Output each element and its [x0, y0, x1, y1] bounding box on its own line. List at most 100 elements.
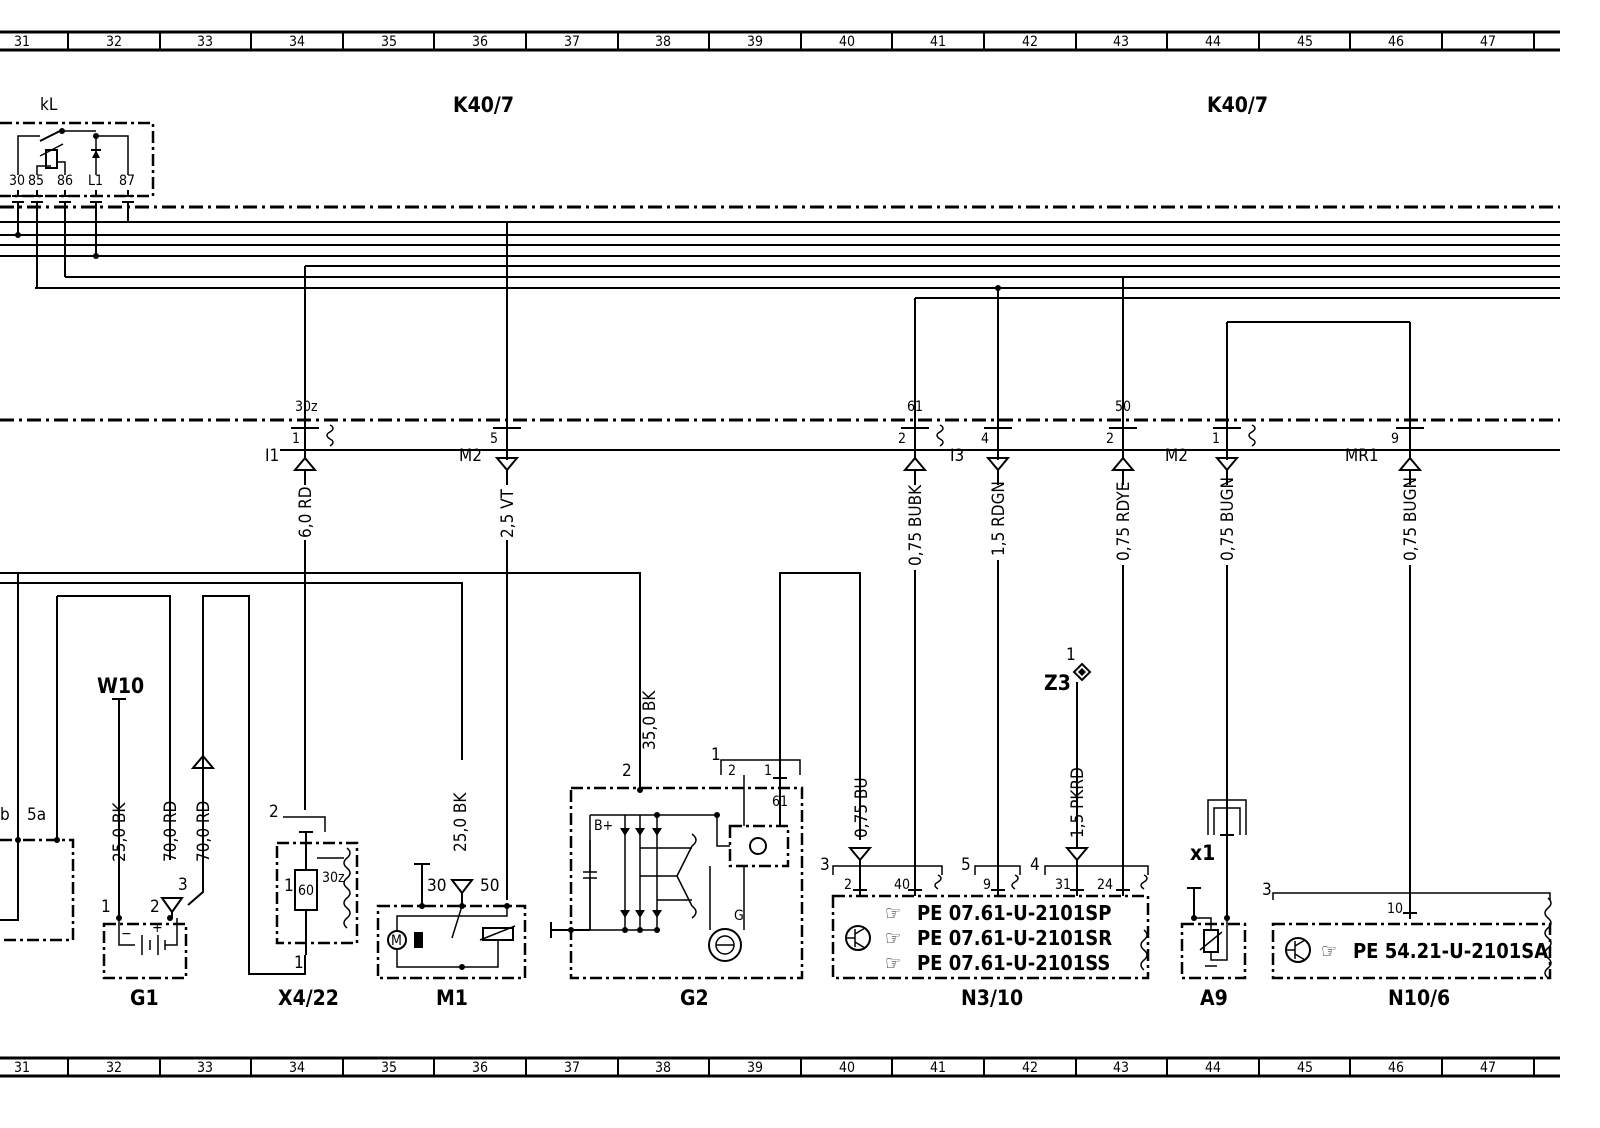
g2-pin-p2: 2: [728, 763, 736, 779]
upper-harness: [0, 202, 1560, 422]
g2-pin-g: G: [734, 908, 744, 924]
bottom-grid-number: 46: [1388, 1060, 1404, 1076]
bottom-grid-number: 42: [1022, 1060, 1038, 1076]
top-grid-number: 37: [564, 34, 580, 50]
top-grid-number: 42: [1022, 34, 1038, 50]
pe-ref-n3-a: PE 07.61-U-2101SP: [917, 901, 1111, 925]
n10-pin-3: 3: [1262, 880, 1272, 900]
svg-text:☞: ☞: [1321, 939, 1337, 963]
n3-pin-4: 4: [1030, 855, 1040, 875]
wire-label-0-75-bugn-a: 0,75 BUGN: [1218, 477, 1238, 561]
pin-5a: 5a: [27, 805, 46, 825]
bottom-grid-number: 31: [14, 1060, 30, 1076]
n3-pin-31: 31: [1055, 877, 1071, 893]
relay-pin-87: 87: [119, 173, 135, 189]
wire-label-0-75-bu: 0,75 BU: [852, 777, 872, 838]
top-grid-number: 33: [197, 34, 213, 50]
top-grid-number: 34: [289, 34, 305, 50]
n3-pin-3: 3: [820, 855, 830, 875]
relay-title: kL: [40, 95, 58, 115]
label-n10-6: N10/6: [1388, 986, 1450, 1010]
k40-pin-30z: 30z: [295, 399, 318, 415]
relay-kl: 30 85 86 L1 87: [0, 121, 155, 203]
top-grid-number: 36: [472, 34, 488, 50]
svg-text:1: 1: [284, 876, 294, 896]
wire-label-0-75-bugn-b: 0,75 BUGN: [1401, 477, 1421, 561]
bottom-grid-number: 41: [930, 1060, 946, 1076]
label-n3-10: N3/10: [961, 986, 1023, 1010]
alternator-g2: 2 1 2 1 61 B+: [550, 745, 804, 1010]
k40-pin-5: 5: [490, 431, 498, 447]
bottom-grid-number: 38: [655, 1060, 671, 1076]
k40-pin-1: 1: [292, 431, 300, 447]
top-grid-number: 40: [839, 34, 855, 50]
top-grid-number: 41: [930, 34, 946, 50]
starter-m1: M 30 50 M1: [376, 863, 527, 1010]
k40-connector-row: 30z 1 5 61 2 4 50 2 1 9 I1 M2 I3 M2 MR1: [265, 399, 1560, 472]
relay-pin-l1: L1: [88, 173, 103, 189]
g1-pin-2: 2: [150, 897, 160, 917]
bottom-grid-number: 44: [1205, 1060, 1221, 1076]
label-m2a: M2: [459, 446, 482, 466]
bottom-grid-number: 45: [1297, 1060, 1313, 1076]
wire-label-6-0-rd: 6,0 RD: [296, 486, 316, 538]
g1-pin-3: 3: [178, 875, 188, 895]
top-grid-number: 47: [1480, 34, 1496, 50]
k40-pin-50: 50: [1115, 399, 1131, 415]
svg-text:☞: ☞: [885, 951, 901, 975]
g2-pin-p1: 1: [764, 763, 772, 779]
module-n10-6: 3 10 ☞ PE 54.21-U-2101SA N10/6: [1262, 880, 1552, 1010]
top-grid-number: 38: [655, 34, 671, 50]
m1-pin-30: 30: [427, 876, 446, 896]
g2-pin-1: 1: [711, 745, 721, 765]
svg-text:+: +: [152, 920, 163, 936]
relay-pin-85: 85: [28, 173, 44, 189]
battery-g1: W10 − + 1 2 3 G1: [97, 674, 216, 1010]
svg-text:☞: ☞: [885, 901, 901, 925]
g2-pin-2: 2: [622, 761, 632, 781]
top-grid-number: 43: [1113, 34, 1129, 50]
top-grid-number: 45: [1297, 34, 1313, 50]
label-a9: A9: [1200, 986, 1228, 1010]
wire-label-0-75-bubk: 0,75 BUBK: [906, 484, 926, 566]
label-mr1: MR1: [1345, 446, 1379, 466]
bottom-grid-number: 34: [289, 1060, 305, 1076]
top-grid-number: 32: [106, 34, 122, 50]
label-m2b: M2: [1165, 446, 1188, 466]
top-grid-number: 46: [1388, 34, 1404, 50]
svg-text:☞: ☞: [885, 926, 901, 950]
pe-ref-n3-c: PE 07.61-U-2101SS: [917, 951, 1110, 975]
k40-pin-9: 9: [1391, 431, 1399, 447]
k40-title-left: K40/7: [453, 93, 514, 117]
label-i3: I3: [950, 446, 964, 466]
n3-pin-9: 9: [983, 877, 991, 893]
label-x1: x1: [1190, 841, 1215, 865]
k40-pin-1b: 1: [1212, 431, 1220, 447]
n3-pin-5: 5: [961, 855, 971, 875]
top-grid-number: 39: [747, 34, 763, 50]
k40-pin-2b: 2: [1106, 431, 1114, 447]
k40-pin-2a: 2: [898, 431, 906, 447]
lower-feeds: [0, 572, 861, 975]
bottom-grid-number: 39: [747, 1060, 763, 1076]
n3-pin-2: 2: [844, 877, 852, 893]
g2-pin-bplus: B+: [594, 818, 613, 834]
wire-label-25-0-bk-b: 25,0 BK: [451, 792, 471, 852]
bottom-grid-number: 32: [106, 1060, 122, 1076]
bottom-grid-number: 35: [381, 1060, 397, 1076]
top-grid-number: 31: [14, 34, 30, 50]
bottom-grid-number: 37: [564, 1060, 580, 1076]
control-unit-n3-10: 3 5 4 2 40 9 31 24 ☞ ☞ ☞ PE 07.61-U-2101…: [820, 682, 1150, 1010]
top-grid-bar: 31 32 33 34 35 36 37 38 39 40 41 42 43 44 45 46 47: [0, 30, 1560, 52]
wire-label-2-5-vt: 2,5 VT: [498, 488, 518, 538]
pe-ref-n3-b: PE 07.61-U-2101SR: [917, 926, 1112, 950]
bottom-grid-number: 47: [1480, 1060, 1496, 1076]
down-wires: [304, 470, 1411, 913]
n10-pin-10: 10: [1387, 901, 1403, 917]
x4-pin-1: 1: [294, 953, 304, 973]
top-grid-number: 35: [381, 34, 397, 50]
pe-ref-n10: PE 54.21-U-2101SA: [1353, 939, 1548, 963]
top-grid-number: 44: [1205, 34, 1221, 50]
g1-pin-1: 1: [101, 897, 111, 917]
